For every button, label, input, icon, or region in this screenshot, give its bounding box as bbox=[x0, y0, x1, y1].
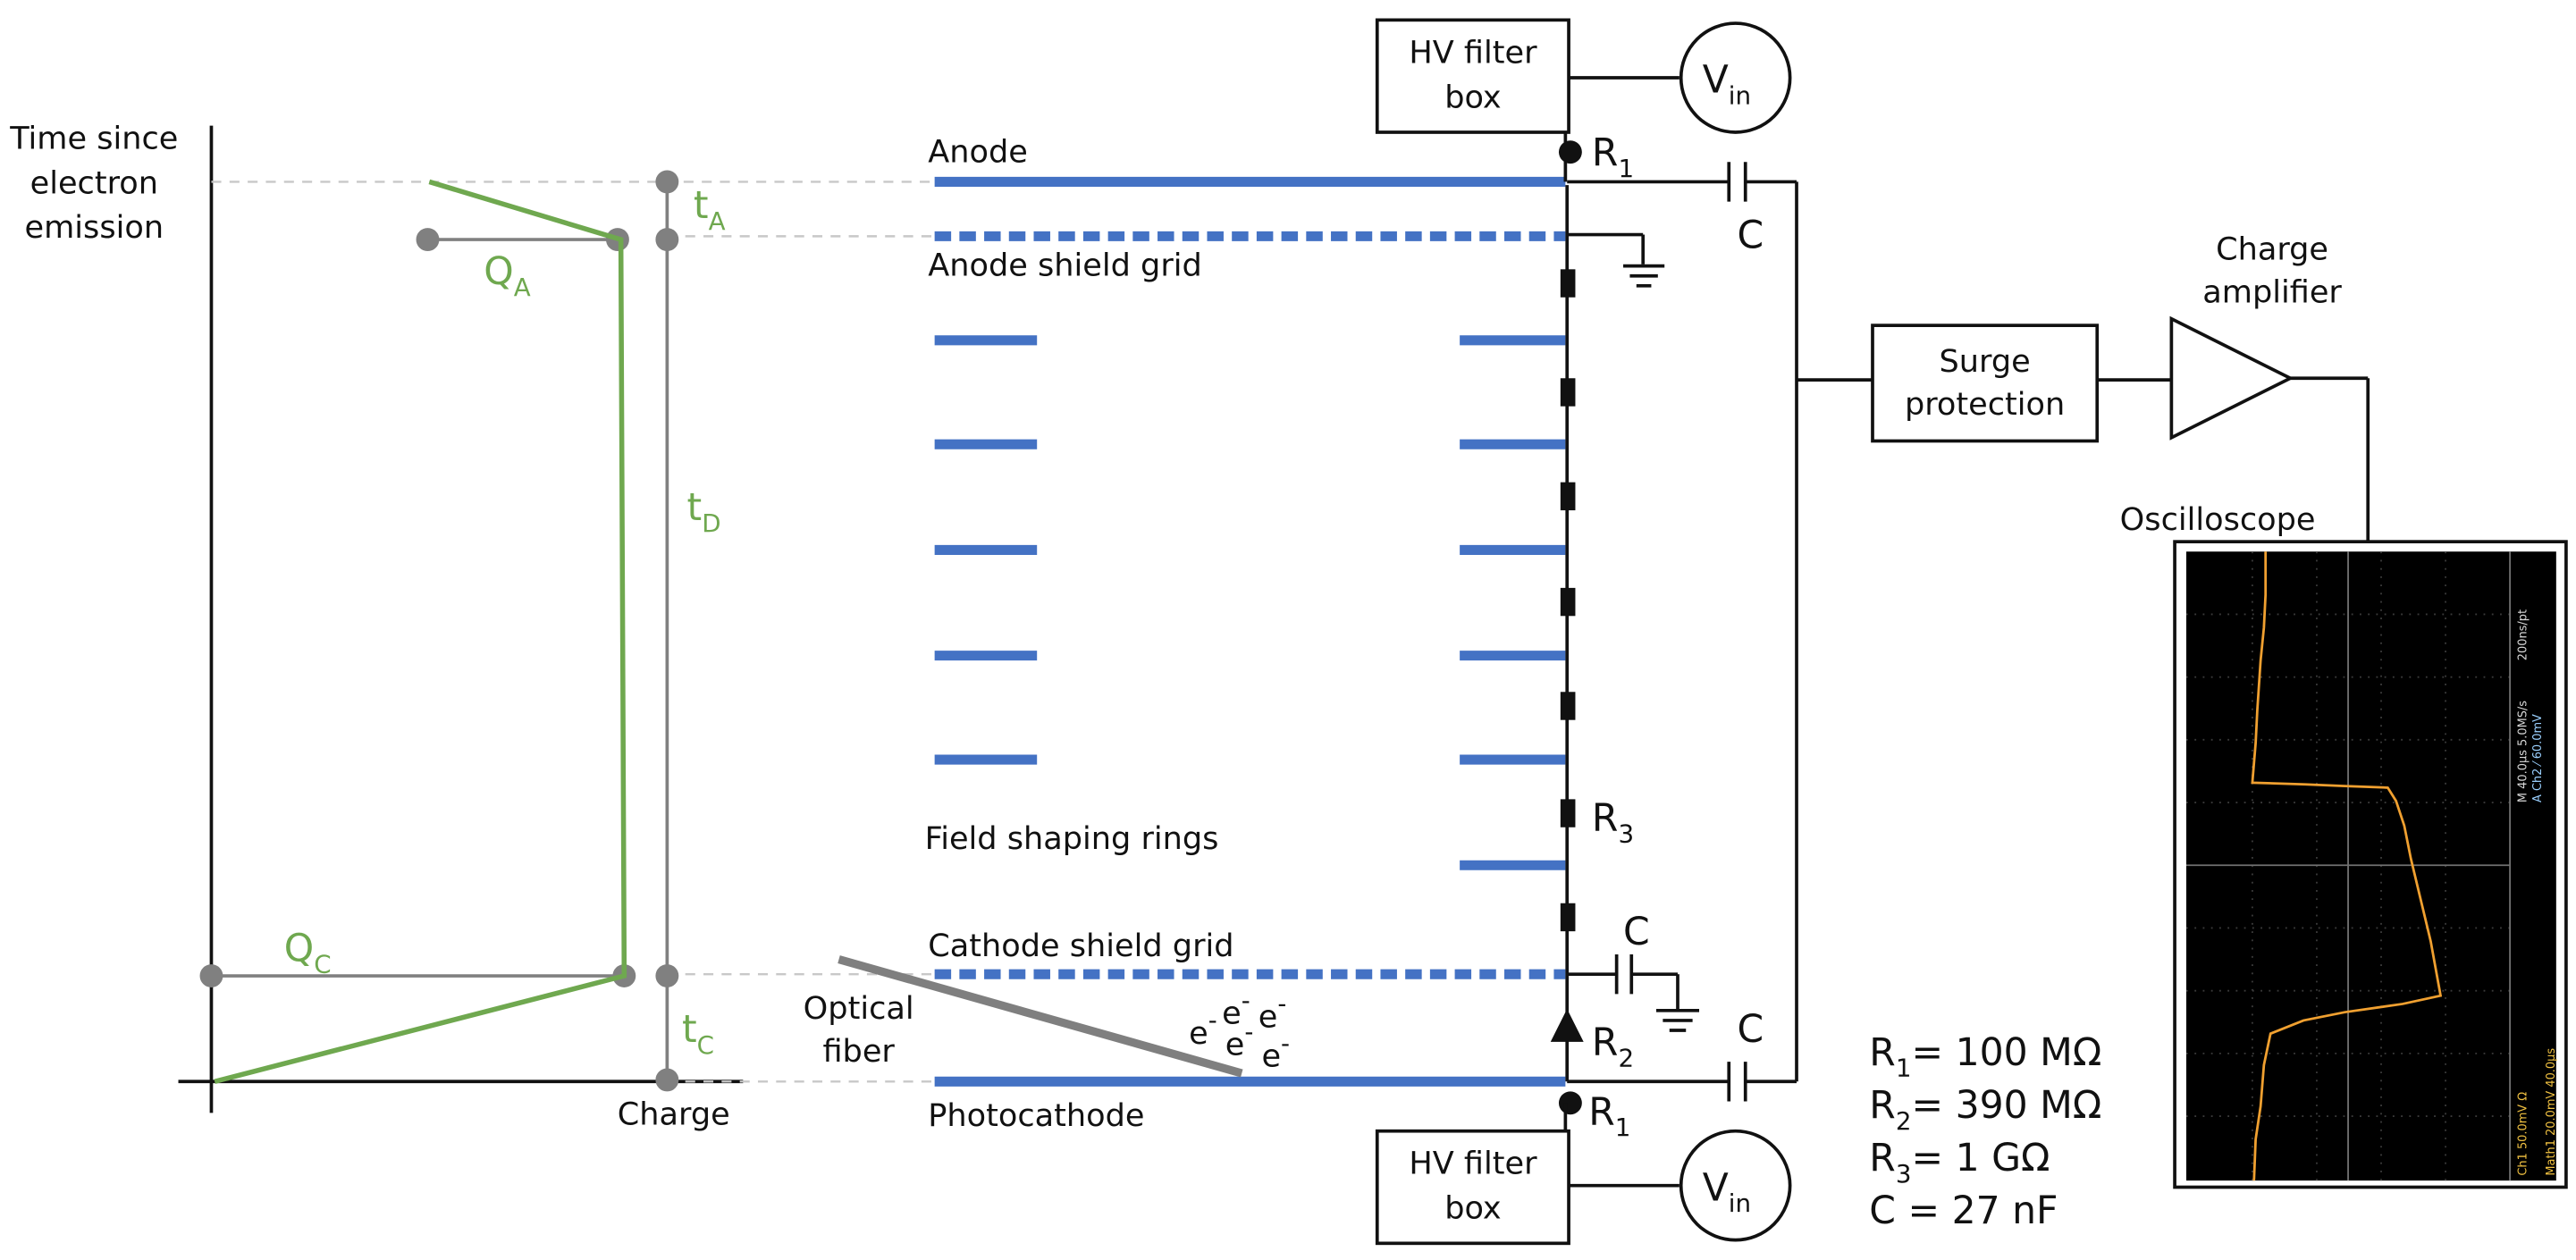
ta-label: tA bbox=[694, 184, 726, 236]
vin-source-bottom bbox=[1679, 1129, 1792, 1242]
node-bottom-r1 bbox=[1558, 1091, 1582, 1115]
charge-amplifier-label-2: amplifier bbox=[2202, 273, 2342, 310]
ground-icon bbox=[1623, 264, 1665, 288]
r1-bottom-label: R1 bbox=[1588, 1090, 1630, 1142]
scope-record: 200ns/pt bbox=[2517, 609, 2530, 660]
anode-shield-grid-label: Anode shield grid bbox=[928, 248, 1202, 284]
electron-2: e- bbox=[1222, 986, 1250, 1032]
scope-trigger: A Ch2 ⁄ 60.0mV bbox=[2531, 714, 2545, 802]
photocathode-label: Photocathode bbox=[928, 1097, 1144, 1134]
qc-start-dot bbox=[199, 964, 223, 987]
plot-ylabel: Time since electron emission bbox=[9, 120, 178, 246]
surge-protection-label-2: protection bbox=[1905, 386, 2065, 423]
detector: Anode Anode shield grid Field shaping ri… bbox=[804, 133, 1566, 1134]
vin-top-label: Vin bbox=[1703, 59, 1751, 111]
resistor-2 bbox=[1560, 378, 1576, 407]
resistor-1 bbox=[1560, 269, 1576, 298]
induced-charge-curve bbox=[214, 179, 627, 1084]
cathode-shield-grid-label: Cathode shield grid bbox=[928, 928, 1233, 964]
tick-cathode-grid bbox=[655, 964, 679, 987]
circuit-labels: HV filter box HV filter box Vin Vin R1 R… bbox=[1409, 34, 2342, 1226]
scope-ch1: Ch1 50.0mV Ω bbox=[2517, 1092, 2530, 1176]
oscilloscope-screen: M 40.0µs 5.0MS/s A Ch2 ⁄ 60.0mV 200ns/pt… bbox=[2173, 540, 2568, 1189]
resistor-3 bbox=[1560, 482, 1576, 511]
circuit bbox=[1375, 18, 2370, 1246]
electron-3: e- bbox=[1225, 1017, 1254, 1063]
hv-filter-top-label-1: HV filter bbox=[1409, 34, 1537, 71]
value-r1: R1= 100 MΩ bbox=[1869, 1031, 2101, 1083]
r3-label: R3 bbox=[1592, 796, 1634, 848]
cap-grid-label: C bbox=[1623, 911, 1650, 954]
hv-filter-top-label-2: box bbox=[1444, 79, 1501, 115]
value-r2: R2= 390 MΩ bbox=[1869, 1084, 2101, 1136]
ylabel-line-3: emission bbox=[25, 209, 164, 246]
optical-fiber-label-2: fiber bbox=[822, 1033, 895, 1070]
resistor-7 bbox=[1560, 903, 1576, 932]
vin-bottom-label: Vin bbox=[1703, 1166, 1751, 1218]
component-values: R1= 100 MΩ R2= 390 MΩ R3= 1 GΩ C = 27 nF bbox=[1869, 1031, 2101, 1233]
scope-timebase: M 40.0µs 5.0MS/s bbox=[2517, 701, 2530, 802]
scope-trace bbox=[2251, 551, 2443, 1181]
tick-photocathode bbox=[655, 1068, 679, 1092]
surge-protection-box bbox=[1871, 323, 2100, 443]
diode-icon bbox=[1550, 1008, 1584, 1042]
qa-label: QA bbox=[484, 250, 530, 302]
cap-top-label: C bbox=[1738, 214, 1764, 257]
electron-4: e- bbox=[1259, 989, 1287, 1036]
charge-amplifier-triangle bbox=[2169, 315, 2294, 441]
oscilloscope-label: Oscilloscope bbox=[2120, 501, 2316, 538]
cap-bottom-label: C bbox=[1738, 1008, 1764, 1052]
resistor-5 bbox=[1560, 692, 1576, 720]
anode-label: Anode bbox=[928, 133, 1028, 170]
vin-source-top bbox=[1679, 21, 1792, 134]
tc-label: tC bbox=[682, 1008, 714, 1060]
plot-xlabel: Charge bbox=[618, 1096, 730, 1132]
time-scale bbox=[199, 170, 679, 1092]
electron-5: e- bbox=[1261, 1029, 1290, 1075]
tick-anode-grid bbox=[655, 228, 679, 252]
value-r3: R3= 1 GΩ bbox=[1869, 1137, 2050, 1189]
ylabel-line-2: electron bbox=[30, 164, 158, 201]
qc-label: QC bbox=[284, 927, 332, 979]
field-shaping-rings-label: Field shaping rings bbox=[925, 820, 1219, 857]
optical-fiber bbox=[838, 955, 1243, 1078]
surge-protection-label-1: Surge bbox=[1940, 343, 2031, 380]
r1-top-label: R1 bbox=[1592, 131, 1634, 183]
hv-filter-bottom-label-1: HV filter bbox=[1409, 1146, 1537, 1182]
value-c: C = 27 nF bbox=[1869, 1189, 2058, 1233]
scope-math: Math1 20.0mV 40.0µs bbox=[2545, 1048, 2558, 1176]
resistor-4 bbox=[1560, 587, 1576, 617]
r2-label: R2 bbox=[1592, 1021, 1634, 1073]
td-label: tD bbox=[687, 486, 721, 538]
charge-time-plot: Time since electron emission Charge bbox=[9, 120, 935, 1132]
electron-1: e- bbox=[1189, 1005, 1217, 1052]
ground-icon-2 bbox=[1655, 1008, 1700, 1032]
resistor-chain bbox=[1550, 140, 1584, 1115]
resistor-6 bbox=[1560, 799, 1576, 827]
qa-start-dot bbox=[416, 228, 440, 252]
scope-readouts: M 40.0µs 5.0MS/s A Ch2 ⁄ 60.0mV 200ns/pt… bbox=[2517, 609, 2558, 1176]
node-top-r1 bbox=[1558, 140, 1582, 164]
tick-anode bbox=[655, 170, 679, 194]
charge-amplifier-label-1: Charge bbox=[2216, 231, 2328, 267]
ylabel-line-1: Time since bbox=[9, 120, 178, 156]
field-shaping-rings bbox=[934, 335, 1566, 870]
scope-center-axes bbox=[2186, 551, 2512, 1181]
hv-filter-bottom-label-2: box bbox=[1444, 1190, 1501, 1227]
optical-fiber-label-1: Optical bbox=[804, 990, 914, 1027]
photoelectrons: e- e- e- e- e- bbox=[1189, 986, 1290, 1075]
level-guides bbox=[211, 181, 935, 1083]
